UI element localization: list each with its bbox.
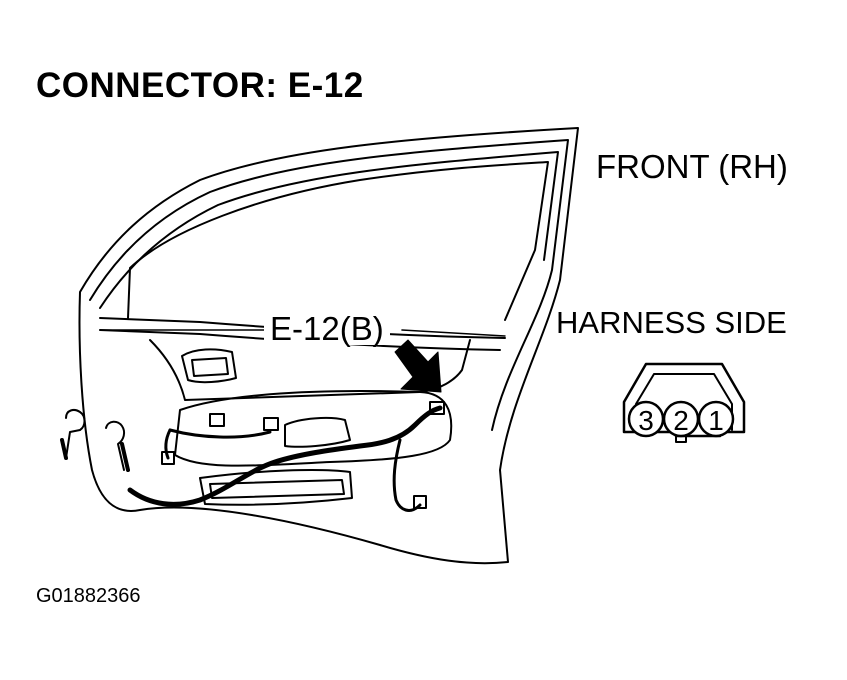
wire-harness xyxy=(127,405,443,507)
armrest xyxy=(174,389,453,467)
door-pocket xyxy=(199,469,353,506)
connector-callout-label: E-12(B) xyxy=(264,312,390,345)
connector-a xyxy=(209,413,225,427)
harness-branch-2 xyxy=(392,438,422,512)
pin-2-label: 2 xyxy=(673,405,689,436)
window-frame-2 xyxy=(99,151,559,309)
view-label: HARNESS SIDE xyxy=(556,305,787,340)
page-title: CONNECTOR: E-12 xyxy=(36,66,364,105)
trim-panel xyxy=(149,339,471,401)
orientation-label: FRONT (RH) xyxy=(596,148,788,185)
pin-1-circle xyxy=(697,400,735,438)
connector-d xyxy=(413,495,427,509)
door-outer-outline xyxy=(78,127,579,565)
connector-e12 xyxy=(429,401,445,415)
window-frame-1 xyxy=(89,139,569,431)
hinge-connector-left xyxy=(65,409,86,459)
window-frame-3 xyxy=(127,161,549,321)
harness-branch-3 xyxy=(164,428,172,460)
arrow-icon xyxy=(394,339,442,393)
hinge-connector-right xyxy=(105,420,126,471)
inner-handle xyxy=(181,348,237,384)
switch-bezel xyxy=(284,416,351,448)
pin-1-label: 1 xyxy=(708,405,724,436)
harness-branch-1 xyxy=(168,428,272,439)
connector-c xyxy=(161,451,175,465)
connector-b xyxy=(263,417,279,431)
pin-3-label: 3 xyxy=(638,405,654,436)
figure-code: G01882366 xyxy=(36,585,141,607)
